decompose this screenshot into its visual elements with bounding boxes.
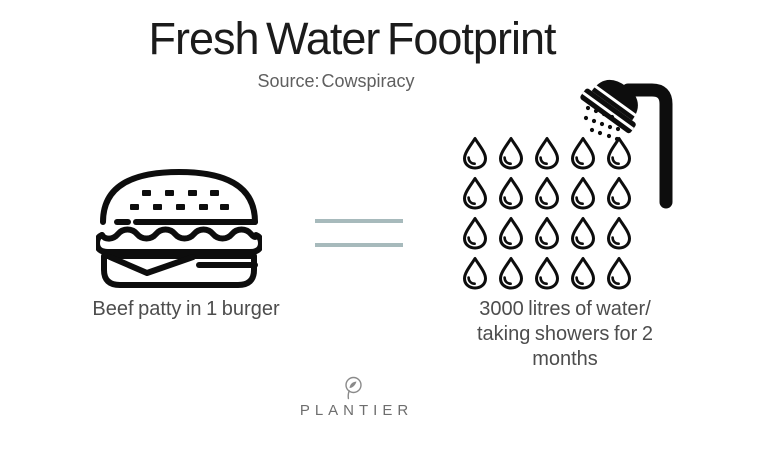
equals-sign [315,219,403,248]
equals-top-bar [315,219,403,223]
water-drop-icon [463,217,487,250]
water-drops-grid [461,136,633,290]
water-drop-icon [463,257,487,290]
brand-name: PLANTIER [299,402,414,419]
water-drop-icon [499,257,523,290]
water-drop-icon [535,137,559,170]
water-drop-icon [463,177,487,210]
water-drop-icon [571,137,595,170]
water-drop-icon [571,257,595,290]
water-drop-icon [607,257,631,290]
water-drop-icon [499,137,523,170]
water-drop-icon [535,177,559,210]
water-drop-icon [607,217,631,250]
spray-droplets [583,105,621,142]
water-drop-icon [571,177,595,210]
water-drop-icon [571,217,595,250]
water-drop-icon [499,177,523,210]
water-drop-icon [463,137,487,170]
source-attribution: Source: Cowspiracy [257,71,415,91]
water-drop-icon [499,217,523,250]
right-caption: 3000 litres of water/ taking showers for… [477,298,653,370]
water-drop-icon [535,257,559,290]
water-drop-icon [535,217,559,250]
page-title: Fresh Water Footprint [148,13,557,64]
equals-bottom-bar [315,243,403,247]
burger-icon [96,169,262,288]
left-caption: Beef patty in 1 burger [92,298,280,320]
shower-head-icon [580,80,673,209]
plantier-logo-icon [345,376,362,400]
water-drop-icon [607,177,631,210]
water-drop-icon [607,137,631,170]
